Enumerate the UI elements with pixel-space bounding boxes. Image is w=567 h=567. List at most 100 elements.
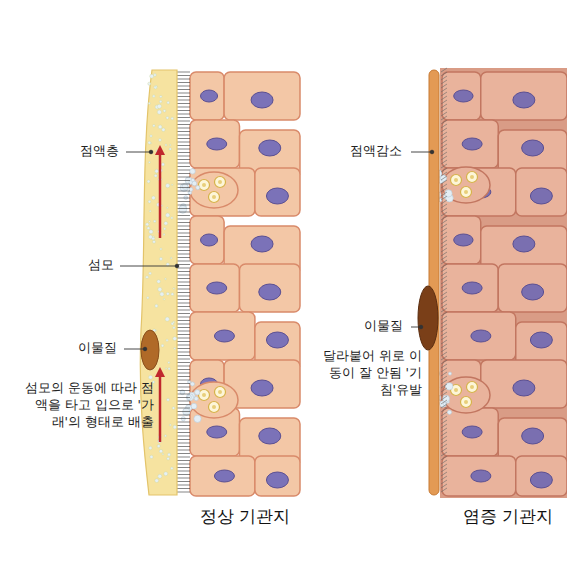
cilium [176, 324, 190, 325]
cell-nucleus [207, 426, 227, 438]
cilium [441, 176, 447, 180]
cilium [176, 229, 190, 230]
cilium [441, 332, 447, 336]
epithelial-cell [190, 72, 224, 120]
mucus-dot [171, 293, 174, 296]
cilium [176, 457, 190, 458]
cilium [176, 250, 190, 251]
cilium [441, 156, 447, 160]
cilium [441, 196, 447, 200]
cilium [441, 364, 447, 368]
cilium [441, 188, 447, 192]
mucus-dot [153, 95, 156, 98]
cilium [441, 260, 447, 264]
mucus-dot [167, 457, 170, 460]
cilium [176, 117, 190, 118]
mucus-dot [155, 169, 159, 173]
cell-nucleus [513, 236, 535, 252]
cilium [176, 467, 190, 468]
cilium [176, 401, 190, 402]
cilium [441, 220, 447, 224]
mucus-dot [148, 102, 150, 104]
cilium [176, 236, 190, 237]
cilium [441, 384, 447, 388]
mucus-dot [171, 117, 174, 120]
mucus-granule [199, 390, 210, 401]
cilium [441, 268, 447, 272]
cilium [441, 308, 447, 312]
cilium [176, 96, 190, 97]
cilium [176, 432, 190, 433]
cilium [441, 396, 447, 400]
cilium [441, 428, 447, 432]
mucus-granule [209, 402, 220, 413]
cilium [176, 355, 190, 356]
mucus-dot [162, 453, 164, 455]
cilium [441, 272, 447, 276]
cell-nucleus [522, 284, 544, 300]
cilium [176, 226, 190, 227]
cilium [441, 144, 447, 148]
mucus-dot [157, 110, 161, 114]
mucus-granule-core [202, 183, 206, 187]
cilium [441, 172, 447, 176]
mucus-dot [154, 86, 157, 89]
mucus-dot [166, 292, 169, 295]
cilium [176, 93, 190, 94]
mucus-granule-core [454, 388, 458, 392]
cilium [176, 338, 190, 339]
cilium [176, 187, 190, 188]
leader-line [124, 349, 144, 350]
cilium [176, 387, 190, 388]
cell-nucleus [259, 140, 281, 156]
mucus-dot [149, 235, 153, 239]
cell-nucleus [266, 332, 288, 348]
cilium [176, 383, 190, 384]
epithelial-cell [224, 72, 300, 120]
mucus-granule-core [212, 405, 216, 409]
cilium [441, 328, 447, 332]
cilium [441, 468, 447, 472]
cilium [176, 107, 190, 108]
cell-nucleus [454, 90, 473, 102]
epithelial-cell [442, 264, 498, 312]
mucus-granule-core [218, 390, 222, 394]
cilium [441, 276, 447, 280]
cilium [176, 352, 190, 353]
cell-nucleus [462, 138, 482, 150]
mucus-dot [158, 125, 162, 129]
mucus-dot [154, 74, 157, 77]
mucus-granule [467, 382, 478, 393]
cilium [441, 232, 447, 236]
cell-nucleus [522, 428, 544, 444]
cilium [441, 152, 447, 156]
cilium [441, 236, 447, 240]
mucus-dot [173, 288, 175, 290]
cilium [441, 408, 447, 412]
mucus-dot [167, 453, 170, 456]
mucus-dot [170, 467, 173, 470]
cilium [176, 194, 190, 195]
cilium [176, 446, 190, 447]
note-text: 섬모의 운동에 따라 점액을 타고 입으로 '가래'의 형태로 배출 [14, 380, 154, 431]
mucus-dot [163, 109, 166, 112]
cilium [176, 481, 190, 482]
mucus-dot [173, 337, 177, 341]
cilium [441, 244, 447, 248]
mucus-dot [169, 144, 171, 146]
mucus-dot [166, 263, 169, 266]
mucus-dot [171, 217, 173, 219]
mucus-dot [146, 223, 149, 226]
cilium [176, 72, 190, 73]
cilium [176, 411, 190, 412]
cilium [441, 444, 447, 448]
cilium [176, 450, 190, 451]
inflamed-bronchus [418, 68, 567, 498]
cilium [176, 156, 190, 157]
mucus-dot [166, 116, 169, 119]
epithelial-cell [442, 216, 481, 264]
epithelial-cell [240, 264, 301, 312]
mucus-granule-core [470, 385, 474, 389]
cell-nucleus [522, 140, 544, 156]
cilium [441, 336, 447, 340]
